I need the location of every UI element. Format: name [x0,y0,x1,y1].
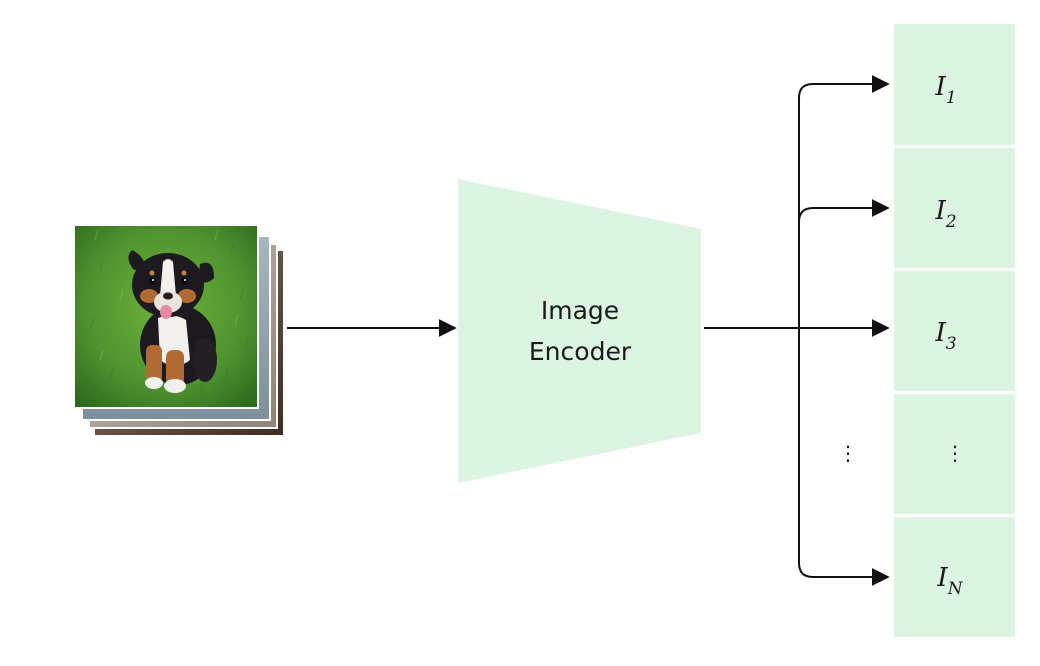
input-image-stack [73,224,283,435]
puppy-photo [73,224,259,409]
embedding-cell-n [894,517,1015,637]
output-connectors [704,75,890,586]
arrow-to-i1 [798,75,890,99]
encoder-label-line1: Image [541,296,619,325]
embedding-label-i2: I2 [934,196,956,232]
embedding-column: I1 I2 I3 ⋮ IN [894,24,1015,637]
image-encoder-block: Image Encoder [458,179,701,483]
branch-ellipsis: ⋮ [838,441,858,465]
arrow-to-in [798,562,890,586]
arrow-to-i2 [798,199,890,223]
embedding-cell-1 [894,24,1015,145]
embedding-label-ellipsis: ⋮ [945,441,965,465]
embedding-label-i1: I1 [934,72,956,108]
embedding-cell-ellipsis [894,394,1015,514]
embedding-cell-2 [894,148,1015,268]
embedding-cell-3 [894,271,1015,391]
encoder-label-line2: Encoder [529,337,632,366]
embedding-label-in: IN [936,563,963,599]
embedding-label-i3: I3 [934,318,956,354]
